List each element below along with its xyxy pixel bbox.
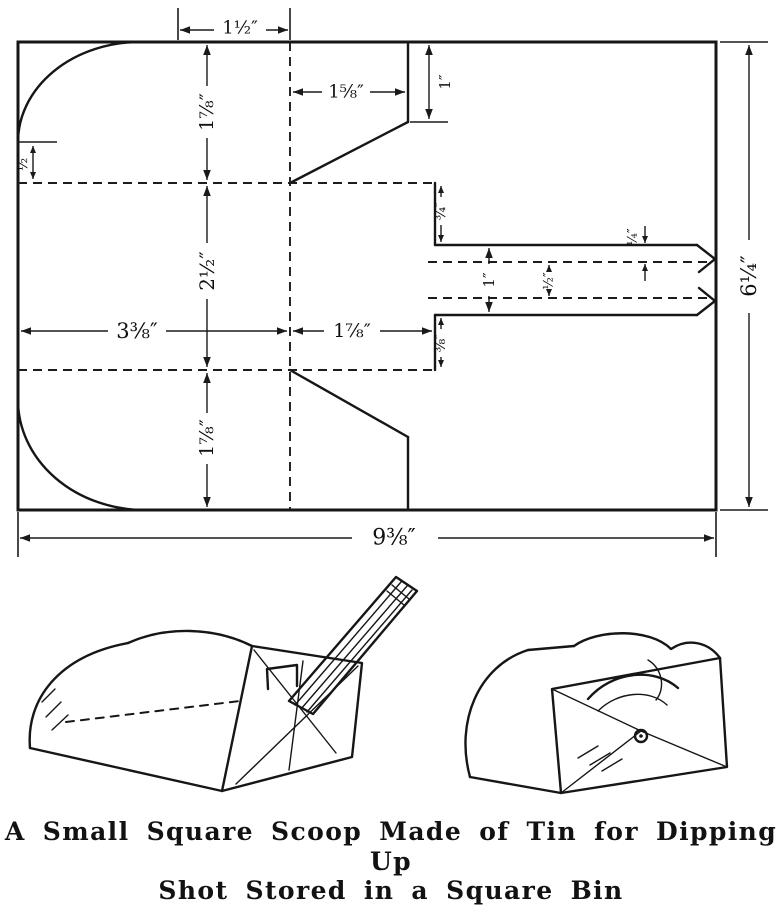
back-shading-line bbox=[41, 688, 56, 703]
caption-line-1: A Small Square Scoop Made of Tin for Dip… bbox=[4, 817, 778, 876]
fold-diagonal bbox=[551, 688, 642, 732]
rolled-handle-socket-top bbox=[572, 632, 722, 660]
dim-label-left-width: 3⅜″ bbox=[116, 319, 158, 343]
scoop-bottom-edge bbox=[28, 746, 224, 793]
tin-scoop-pattern-drawing: 1½″ 1⅝″ 1″ ½″ 1⅞″ 2½″ 1⅞″ 3⅜″ 1⅞ bbox=[15, 8, 768, 795]
rolled-edge-curve bbox=[647, 659, 663, 701]
pattern-outline bbox=[16, 40, 718, 512]
caption-line-2: Shot Stored in a Square Bin bbox=[158, 876, 624, 905]
scoop-hidden-edge bbox=[65, 700, 241, 723]
bottom-notch-diagonal-cut bbox=[288, 368, 410, 439]
handle-tip-line bbox=[391, 584, 410, 600]
scoop-rounded-back bbox=[464, 648, 530, 779]
dim-label-top-tab-width: 1½″ bbox=[222, 18, 258, 39]
dim-label-lower-side-height: 1⅞″ bbox=[196, 419, 218, 457]
shading-line bbox=[589, 752, 611, 766]
scoop-rounded-back bbox=[28, 641, 130, 750]
dim-arc-rise: ½″ bbox=[15, 141, 57, 179]
dim-upper-side-height: 1⅞″ bbox=[196, 45, 218, 180]
dim-overall-width: 9⅜″ bbox=[17, 512, 717, 557]
shading-line bbox=[577, 745, 599, 759]
back-shading-line bbox=[51, 714, 69, 731]
dim-left-width: 3⅜″ bbox=[21, 319, 287, 343]
dim-strip-inner: ½″ bbox=[542, 265, 557, 296]
dim-mid-width: 1⅞″ bbox=[293, 320, 432, 342]
dim-flap-upper: ¾″ bbox=[433, 186, 449, 242]
scoop-bottom-edge bbox=[468, 775, 563, 795]
dim-middle-height: 2½″ bbox=[195, 186, 219, 367]
strip-fishtail-lower-point bbox=[695, 286, 717, 317]
dim-label-arc-rise: ½″ bbox=[15, 153, 31, 172]
dim-lower-side-height: 1⅞″ bbox=[196, 373, 218, 507]
scoop-body-panel bbox=[550, 656, 729, 795]
dim-label-overall-height: 6¼″ bbox=[737, 255, 761, 297]
dim-label-strip-width: 1″ bbox=[480, 272, 498, 288]
scoop-front-perspective-illustration bbox=[28, 575, 419, 793]
back-shading-line bbox=[45, 701, 62, 718]
scoop-center-crease bbox=[288, 660, 304, 771]
handle-socket-curve bbox=[586, 673, 680, 701]
dim-flap-lower: ⅜″ bbox=[433, 318, 449, 367]
handle-hatch-line bbox=[294, 581, 402, 706]
dim-label-overall-width: 9⅜″ bbox=[372, 526, 416, 551]
fold-lines bbox=[18, 42, 712, 510]
rivet-circle bbox=[633, 728, 649, 744]
dim-top-notch-width: 1⅝″ bbox=[293, 82, 405, 103]
top-notch-diagonal-cut bbox=[288, 120, 410, 185]
handle-hatch-line bbox=[306, 589, 413, 713]
scoop-top-rim bbox=[126, 629, 254, 648]
handle-hatch-line bbox=[300, 585, 408, 710]
rivet-center-dot bbox=[639, 734, 643, 738]
dim-label-middle-height: 2½″ bbox=[195, 251, 219, 291]
handle-tip-line bbox=[386, 590, 405, 606]
dim-label-mid-width: 1⅞″ bbox=[333, 320, 371, 342]
top-left-corner-arc bbox=[16, 40, 142, 144]
figure-caption: A Small Square Scoop Made of Tin for Dip… bbox=[0, 817, 782, 906]
dim-label-strip-edge: ¼″ bbox=[626, 228, 641, 246]
dim-label-flap-upper: ¾″ bbox=[433, 202, 449, 221]
strip-fishtail-upper-point bbox=[695, 243, 717, 274]
handle-socket-inner-curve bbox=[597, 693, 668, 712]
fold-diagonal bbox=[640, 730, 728, 768]
scoop-fold-diagonal bbox=[253, 649, 337, 754]
dim-label-strip-inner: ½″ bbox=[542, 272, 557, 290]
scoop-rear-perspective-illustration bbox=[464, 632, 729, 795]
scoop-top-rim bbox=[526, 644, 576, 652]
dim-label-upper-side-height: 1⅞″ bbox=[196, 93, 218, 131]
shading-line bbox=[601, 758, 623, 772]
dim-strip-width: 1″ bbox=[480, 248, 498, 312]
handle-notch bbox=[265, 663, 299, 691]
dim-overall-height: 6¼″ bbox=[720, 41, 768, 511]
dim-label-flap-lower: ⅜″ bbox=[433, 334, 449, 353]
dim-label-top-notch-depth: 1″ bbox=[436, 74, 454, 90]
fold-diagonal bbox=[560, 730, 642, 794]
scoop-handle bbox=[287, 575, 419, 716]
dim-label-top-notch-width: 1⅝″ bbox=[328, 82, 364, 103]
bottom-left-corner-arc bbox=[16, 398, 147, 512]
dim-top-tab-width: 1½″ bbox=[177, 8, 291, 40]
dim-strip-edge: ¼″ bbox=[626, 226, 648, 281]
pattern-outer-border bbox=[16, 40, 718, 512]
scoop-front-opening bbox=[220, 644, 364, 793]
dim-top-notch-depth: 1″ bbox=[410, 45, 454, 123]
